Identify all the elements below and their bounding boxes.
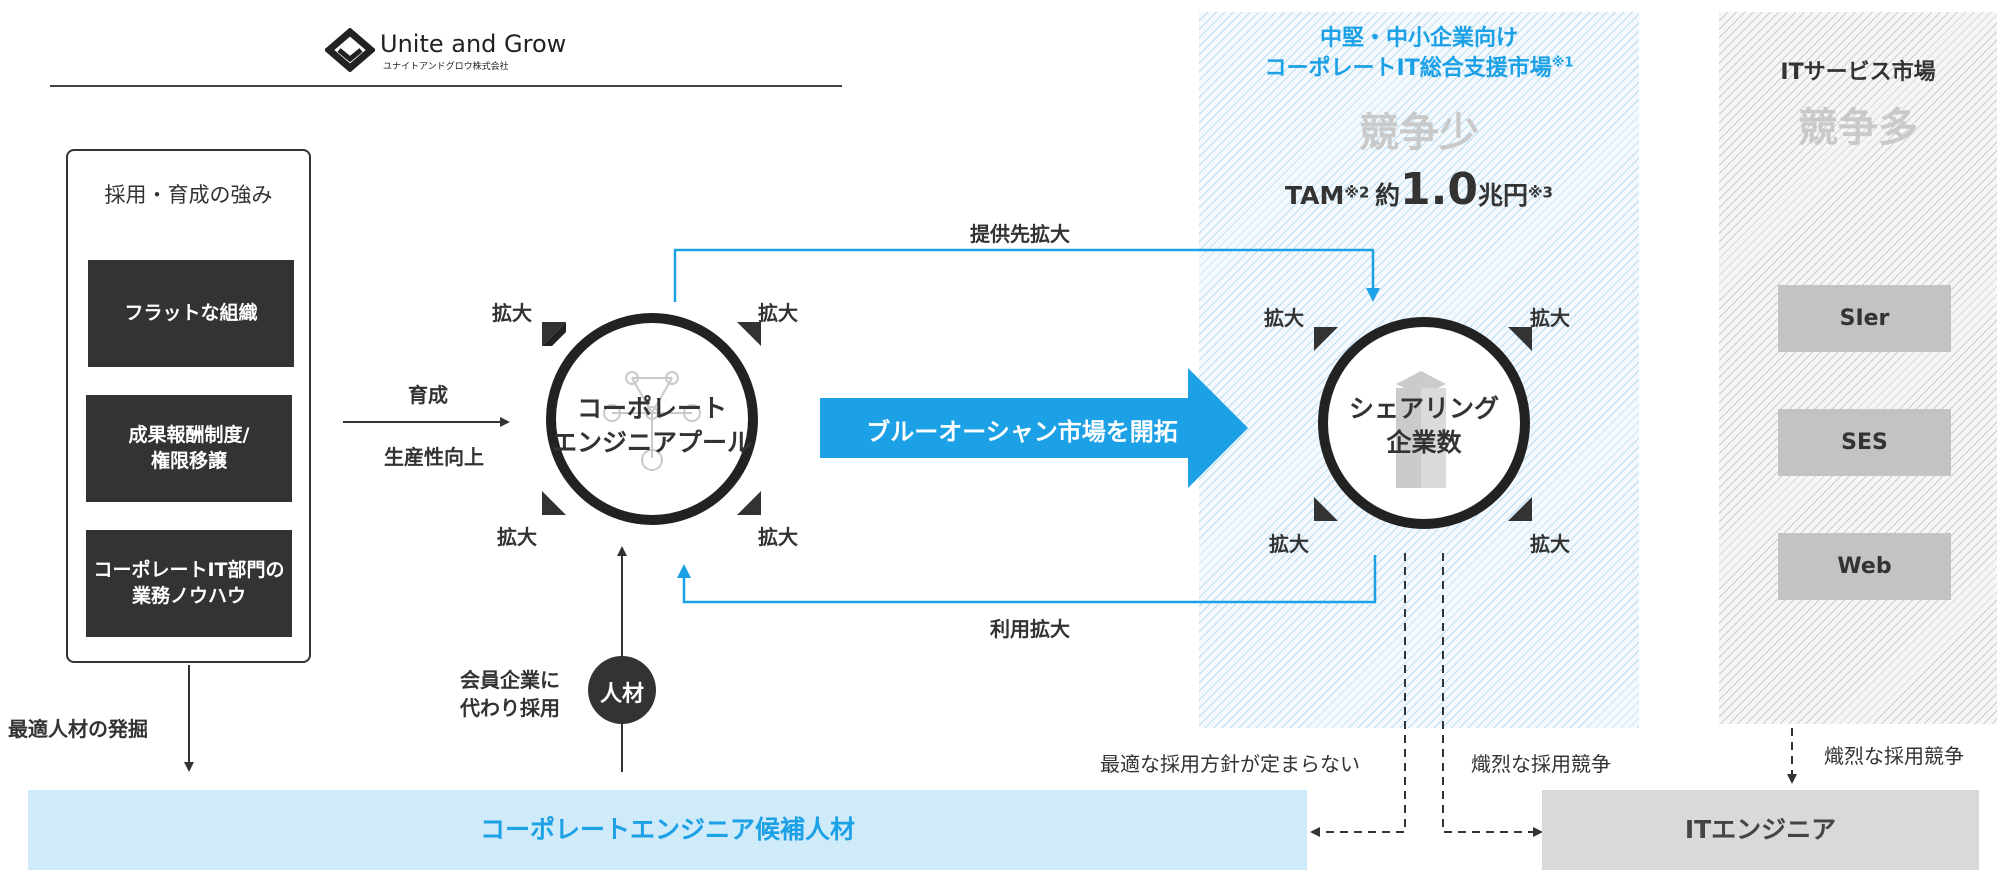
develop-label: 育成	[408, 383, 448, 407]
it-engineer-bar: ITエンジニア	[1542, 790, 1979, 870]
note-3: ※3	[1527, 183, 1553, 202]
expand-label: 拡大	[1530, 532, 1570, 556]
expand-label: 拡大	[1264, 306, 1304, 330]
engineer-pool-label: コーポレート エンジニアプール	[551, 394, 752, 457]
expand-label: 拡大	[497, 525, 537, 549]
tam-value: 1.0	[1399, 164, 1478, 215]
expand-corner-icon	[1314, 497, 1338, 521]
discover-talent-label: 最適人材の発掘	[8, 717, 148, 741]
expand-corner-icon	[542, 322, 566, 346]
tam-line: TAM※2 約1.0兆円※3	[1199, 164, 1639, 215]
it-market-panel	[1719, 12, 1997, 724]
header-divider	[50, 85, 842, 87]
expand-corner-icon	[1508, 327, 1532, 351]
strength-item: コーポレートIT部門の 業務ノウハウ	[86, 530, 292, 637]
it-service-box: SIer	[1778, 285, 1951, 352]
hire-on-behalf-label: 会員企業に 代わり採用	[460, 668, 560, 720]
use-expand-label: 利用拡大	[990, 617, 1070, 641]
expand-label: 拡大	[1530, 306, 1570, 330]
logo-mark-icon	[325, 28, 375, 72]
expand-corner-icon	[1314, 327, 1338, 351]
strengths-title: 採用・育成の強み	[104, 183, 273, 207]
tam-unit: 兆円	[1477, 181, 1528, 210]
expand-label: 拡大	[758, 301, 798, 325]
tam-label: TAM	[1285, 181, 1345, 210]
expand-label: 拡大	[1269, 532, 1309, 556]
sme-market-title-line1: 中堅・中小企業向け	[1319, 26, 1518, 51]
expand-corner-icon	[1508, 497, 1532, 521]
sme-market-title: 中堅・中小企業向け コーポレートIT総合支援市場※1	[1199, 24, 1639, 83]
productivity-label: 生産性向上	[384, 445, 484, 469]
sharing-companies-label: シェアリング 企業数	[1348, 394, 1499, 457]
it-service-box: SES	[1778, 409, 1951, 476]
expand-corner-icon	[542, 491, 566, 515]
blue-ocean-arrow	[820, 368, 1248, 488]
it-market-title: ITサービス市場	[1780, 60, 1936, 85]
sme-competition-label: 競争少	[1359, 110, 1479, 156]
expand-corner-icon	[737, 491, 761, 515]
strength-item: フラットな組織	[88, 260, 294, 367]
blue-ocean-label: ブルーオーシャン市場を開拓	[866, 418, 1178, 446]
expand-label: 拡大	[758, 525, 798, 549]
building-icon	[1396, 371, 1446, 488]
network-icon	[603, 371, 701, 471]
talent-badge	[588, 656, 656, 724]
logo-subtitle: ユナイトアンドグロウ株式会社	[383, 62, 509, 72]
tam-approx: 約	[1374, 181, 1400, 210]
strengths-panel	[66, 149, 311, 663]
it-service-box: Web	[1778, 533, 1951, 600]
talent-badge-label: 人材	[599, 682, 644, 707]
strength-item: 成果報酬制度/ 権限移譲	[86, 395, 292, 502]
sharing-companies-circle	[1318, 317, 1530, 529]
it-competition-label: 競争多	[1798, 105, 1918, 151]
recruit-competition-label: 熾烈な採用競争	[1471, 752, 1611, 776]
candidate-talent-bar: コーポレートエンジニア候補人材	[28, 790, 1307, 870]
engineer-pool-circle	[546, 313, 758, 525]
expand-corner-icon	[737, 322, 761, 346]
recruit-competition-label: 熾烈な採用競争	[1824, 744, 1964, 768]
note-2: ※2	[1344, 183, 1370, 202]
recruit-policy-label: 最適な採用方針が定まらない	[1100, 752, 1360, 776]
provide-expand-label: 提供先拡大	[970, 222, 1070, 246]
sme-market-title-line2: コーポレートIT総合支援市場※1	[1264, 55, 1574, 81]
note-1: ※1	[1551, 55, 1574, 71]
logo-name: Unite and Grow	[380, 30, 567, 58]
expand-label: 拡大	[492, 301, 532, 325]
